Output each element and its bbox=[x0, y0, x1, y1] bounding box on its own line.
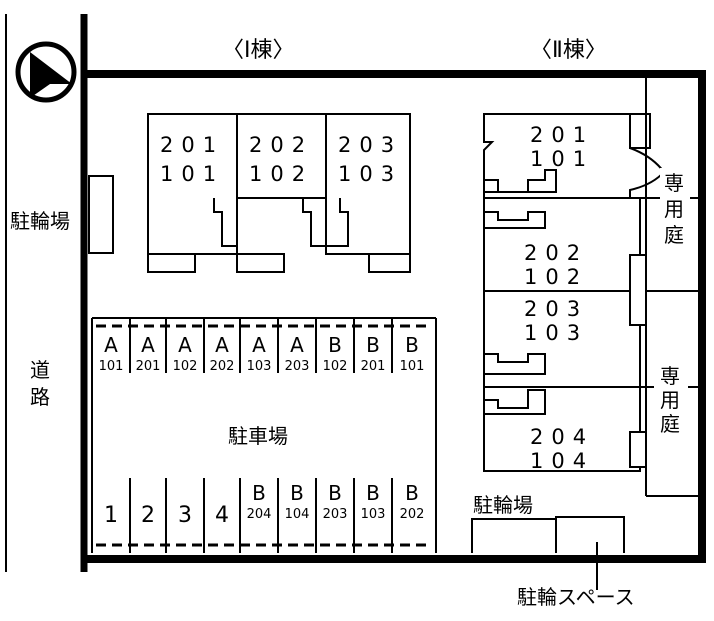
bldg1-unit3-lower: 103 bbox=[338, 162, 402, 186]
parking-lot bbox=[91, 317, 437, 553]
parking-label: 駐車場 bbox=[228, 424, 288, 448]
parking-space-room: 202 bbox=[210, 359, 235, 374]
parking-space-room: 201 bbox=[136, 359, 161, 374]
bike-space-label: 駐輪スペース bbox=[517, 585, 635, 609]
bldg1-unit3-upper: 203 bbox=[338, 133, 402, 157]
parking-space-number: 2 bbox=[141, 503, 155, 528]
parking-space-letter: B bbox=[290, 481, 304, 505]
parking-space-number: 3 bbox=[178, 503, 192, 528]
bike-parking-right-label: 駐輪場 bbox=[473, 493, 533, 517]
parking-space-room: 204 bbox=[247, 507, 272, 522]
private-garden-label-1: 専 用 庭 bbox=[660, 168, 690, 252]
bike-parking-right bbox=[471, 516, 625, 590]
parking-space-letter: A bbox=[215, 333, 229, 357]
parking-space-room: 102 bbox=[323, 359, 348, 374]
parking-space-letter: B bbox=[405, 481, 419, 505]
parking-space-number: 4 bbox=[215, 503, 229, 528]
bldg2-title: 〈Ⅱ棟〉 bbox=[530, 38, 607, 63]
parking-space-room: 103 bbox=[247, 359, 272, 374]
bldg2-unit3-lower: 103 bbox=[524, 321, 588, 345]
bldg1-title: 〈Ⅰ棟〉 bbox=[222, 38, 295, 63]
parking-space-room: 102 bbox=[173, 359, 198, 374]
svg-text:庭: 庭 bbox=[664, 223, 684, 247]
parking-space-room: 101 bbox=[99, 359, 124, 374]
bldg2-unit4-lower: 104 bbox=[530, 449, 594, 473]
parking-space-room: 103 bbox=[361, 507, 386, 522]
svg-text:専: 専 bbox=[664, 171, 684, 195]
parking-space-room: 203 bbox=[285, 359, 310, 374]
road-label-2: 路 bbox=[30, 385, 50, 409]
svg-text:用: 用 bbox=[664, 197, 684, 221]
bike-parking-left bbox=[88, 175, 114, 254]
svg-text:庭: 庭 bbox=[660, 412, 680, 436]
parking-space-letter: B bbox=[252, 481, 266, 505]
svg-text:用: 用 bbox=[660, 388, 680, 412]
parking-space-letter: B bbox=[328, 481, 342, 505]
parking-space-room: 203 bbox=[323, 507, 348, 522]
bldg2-unit2-upper: 202 bbox=[524, 241, 588, 265]
bldg2-unit1-lower: 101 bbox=[530, 147, 594, 171]
bldg1-unit2-lower: 102 bbox=[249, 162, 313, 186]
bldg2-unit1-upper: 201 bbox=[530, 123, 594, 147]
parking-space-room: 201 bbox=[361, 359, 386, 374]
bike-parking-left-label: 駐輪場 bbox=[10, 209, 70, 233]
private-garden-label-2: 専 用 庭 bbox=[654, 364, 688, 436]
parking-space-number: 1 bbox=[104, 503, 118, 528]
bldg1-unit2-upper: 202 bbox=[249, 133, 313, 157]
parking-space-room: 202 bbox=[400, 507, 425, 522]
parking-space-letter: A bbox=[141, 333, 155, 357]
svg-text:専: 専 bbox=[660, 364, 680, 388]
parking-space-letter: A bbox=[252, 333, 266, 357]
bldg1-unit1-upper: 201 bbox=[160, 133, 224, 157]
bldg1-unit1-lower: 101 bbox=[160, 162, 224, 186]
building-2 bbox=[483, 74, 702, 497]
bldg2-unit3-upper: 203 bbox=[524, 297, 588, 321]
parking-space-letter: B bbox=[328, 333, 342, 357]
parking-space-room: 101 bbox=[400, 359, 425, 374]
parking-space-letter: B bbox=[366, 481, 380, 505]
road-label-1: 道 bbox=[30, 358, 50, 382]
parking-bottom-row: 1 2 3 4 B 204 B 104 B 203 B 103 B 202 bbox=[104, 481, 424, 528]
parking-space-letter: A bbox=[104, 333, 118, 357]
bldg2-unit4-upper: 204 bbox=[530, 425, 594, 449]
parking-top-row: A 101 A 201 A 102 A 202 A 103 A 203 B 10… bbox=[99, 333, 425, 374]
parking-space-letter: B bbox=[366, 333, 380, 357]
building-1 bbox=[147, 113, 411, 273]
bldg2-unit2-lower: 102 bbox=[524, 265, 588, 289]
parking-space-room: 104 bbox=[285, 507, 310, 522]
north-arrow-icon bbox=[15, 41, 77, 103]
parking-space-letter: B bbox=[405, 333, 419, 357]
parking-space-letter: A bbox=[178, 333, 192, 357]
parking-space-letter: A bbox=[290, 333, 304, 357]
